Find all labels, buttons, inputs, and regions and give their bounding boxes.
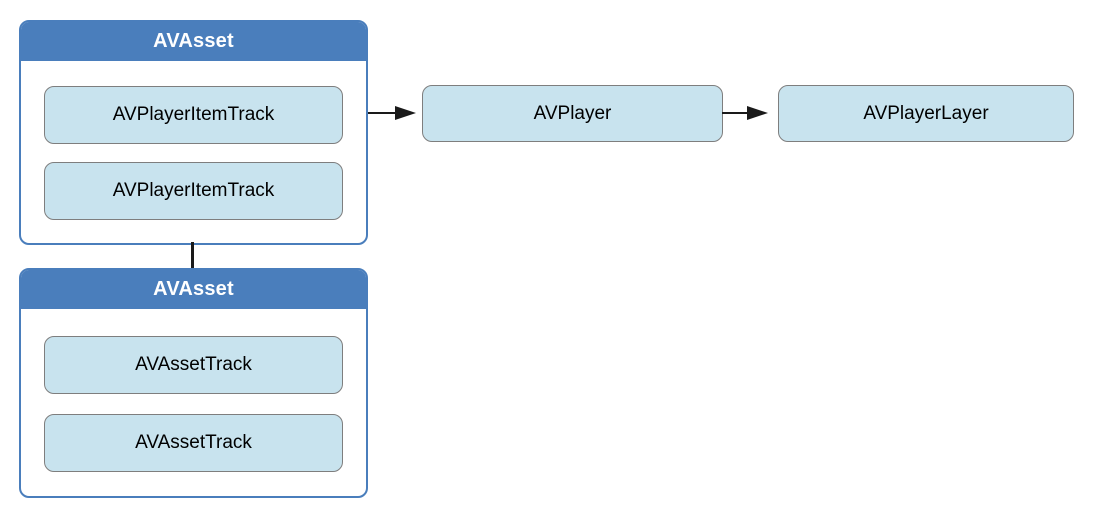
avassettrack-node-1: AVAssetTrack bbox=[44, 336, 343, 394]
asset-group-title: AVAsset bbox=[153, 278, 234, 300]
asset-group-header: AVAsset bbox=[21, 270, 366, 309]
avplayer-label: AVPlayer bbox=[533, 102, 612, 124]
avplayeritemtrack-node-1: AVPlayerItemTrack bbox=[44, 86, 343, 144]
arrow-head-player-to-layer-icon bbox=[747, 106, 768, 120]
avplayeritemtrack-node-2: AVPlayerItemTrack bbox=[44, 162, 343, 220]
avassettrack-node-2: AVAssetTrack bbox=[44, 414, 343, 472]
avplayer-node: AVPlayer bbox=[422, 85, 723, 142]
arrow-line-asset-to-player bbox=[368, 111, 397, 114]
player-item-group-header: AVAsset bbox=[21, 22, 366, 61]
player-item-group: AVAsset AVPlayerItemTrack AVPlayerItemTr… bbox=[19, 20, 368, 245]
avplayeritemtrack-label-2: AVPlayerItemTrack bbox=[112, 180, 275, 201]
avassettrack-label-2: AVAssetTrack bbox=[135, 432, 252, 453]
avplayerlayer-label: AVPlayerLayer bbox=[863, 102, 989, 124]
arrow-line-player-to-layer bbox=[722, 111, 748, 114]
asset-group: AVAsset AVAssetTrack AVAssetTrack bbox=[19, 268, 368, 498]
group-connector-line bbox=[190, 242, 194, 269]
avassettrack-label-1: AVAssetTrack bbox=[135, 354, 252, 375]
avplayerlayer-node: AVPlayerLayer bbox=[778, 85, 1074, 142]
arrow-head-asset-to-player-icon bbox=[395, 106, 416, 120]
player-item-group-title: AVAsset bbox=[153, 30, 234, 52]
avplayeritemtrack-label-1: AVPlayerItemTrack bbox=[112, 104, 275, 125]
